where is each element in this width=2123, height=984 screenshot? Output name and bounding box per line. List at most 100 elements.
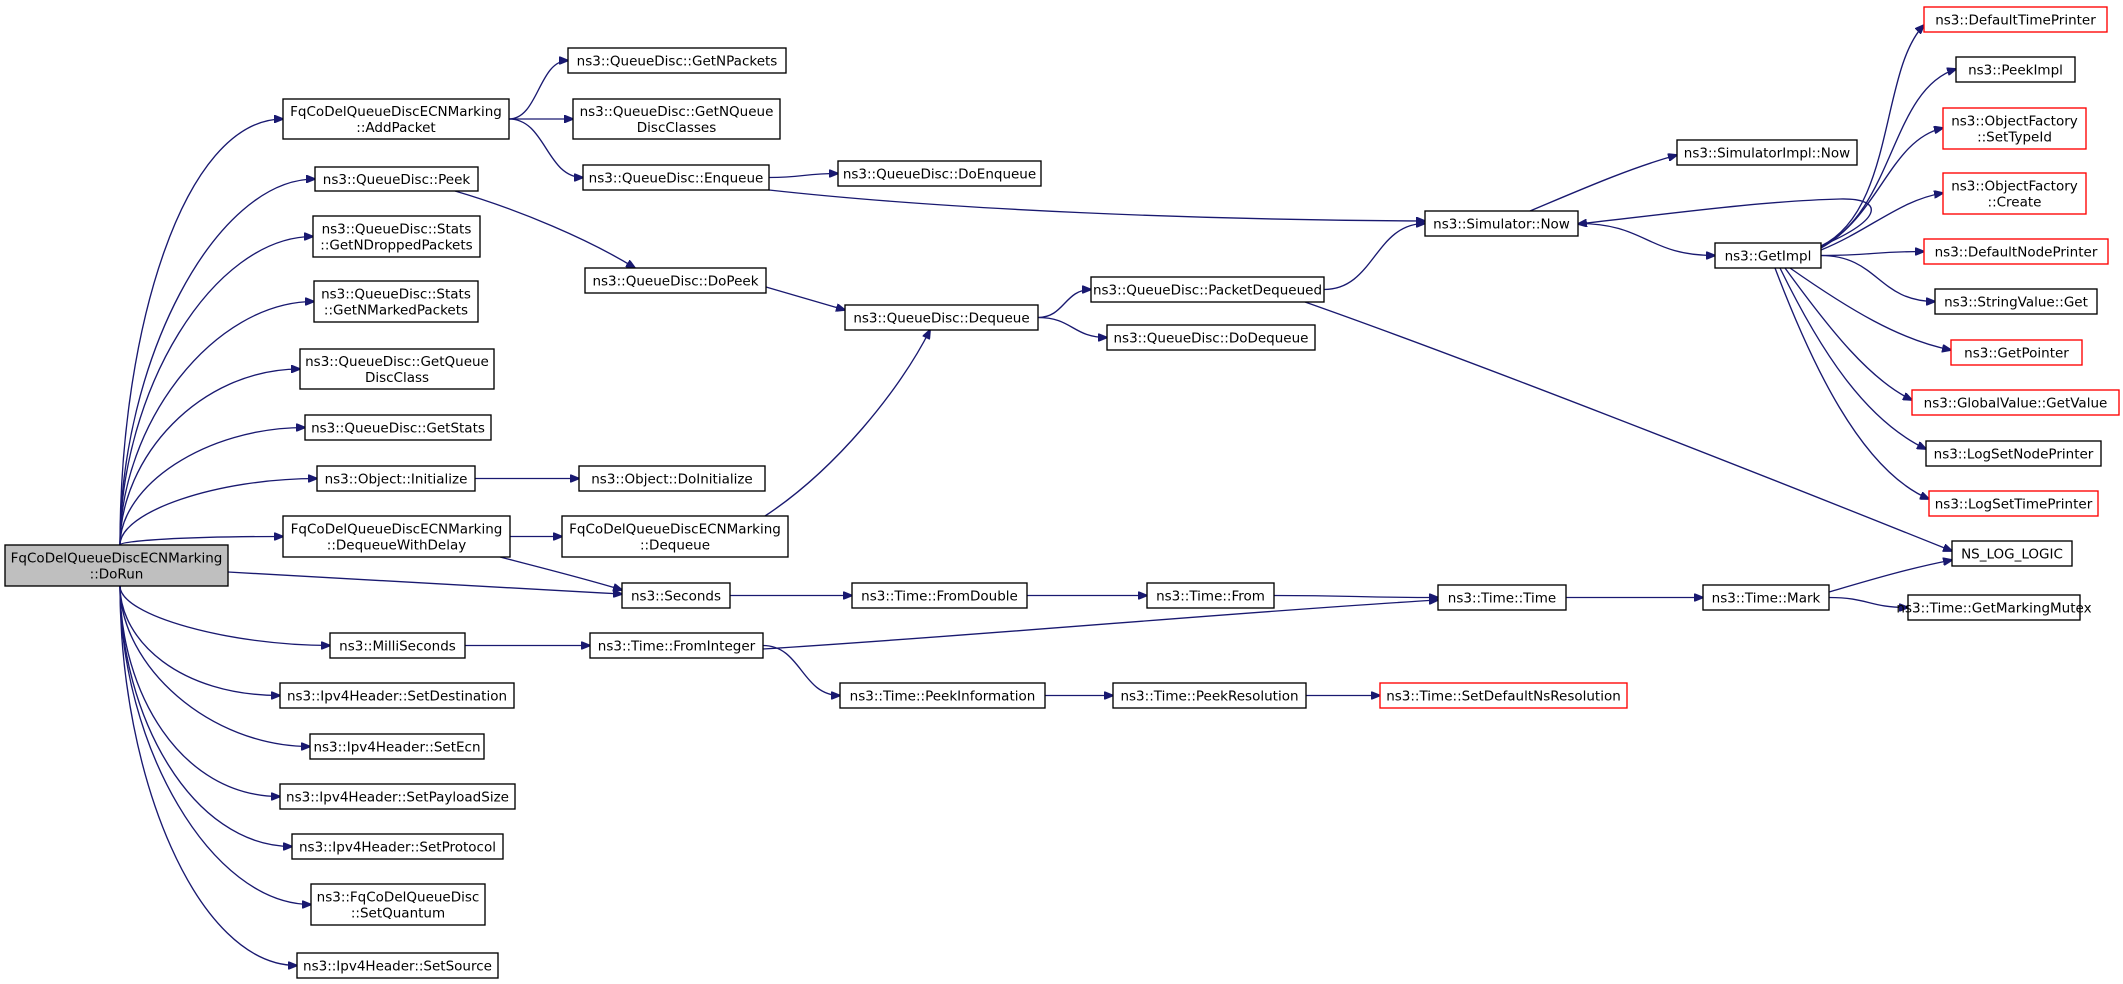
node-box: [1676, 139, 1858, 166]
node-ns3-simulator-now[interactable]: ns3::Simulator::Now: [1424, 210, 1579, 237]
node-ns3-queuedisc-getnpackets[interactable]: ns3::QueueDisc::GetNPackets: [567, 47, 787, 74]
node-ns3-fqcodelqueuedisc-setquantum[interactable]: ns3::FqCoDelQueueDisc::SetQuantum: [310, 883, 486, 926]
node-label: ns3::DefaultTimePrinter: [1935, 13, 2096, 29]
edge-line: [119, 428, 305, 546]
node-ns3-time-getmarkingmutex[interactable]: ns3::Time::GetMarkingMutex: [1896, 594, 2092, 621]
edge-line: [1037, 290, 1091, 319]
node-ns3-time-mark[interactable]: ns3::Time::Mark: [1702, 584, 1830, 611]
node-label: ns3::DefaultNodePrinter: [1935, 245, 2098, 261]
node-box: [316, 465, 476, 492]
edge-timemark-to-nslog: [1828, 560, 1952, 593]
edge-frominteger-to-peekinfo: [762, 644, 840, 696]
node-ns3-queuedisc-getstats[interactable]: ns3::QueueDisc::GetStats: [304, 414, 492, 441]
node-label: ns3::Time::Mark: [1712, 591, 1821, 607]
node-ns3-getimpl[interactable]: ns3::GetImpl: [1714, 242, 1822, 269]
node-ns3-queuedisc-enqueue[interactable]: ns3::QueueDisc::Enqueue: [582, 164, 770, 191]
node-ns3-queuedisc-dequeue[interactable]: ns3::QueueDisc::Dequeue: [844, 304, 1039, 331]
node-label: ns3::QueueDisc::Stats: [321, 287, 471, 303]
node-fqcodelqueuediscecnmarking-dequeuewithdelay[interactable]: FqCoDelQueueDiscECNMarking::DequeueWithD…: [282, 515, 511, 558]
node-box: [1934, 288, 2098, 315]
node-ns3-globalvalue-getvalue[interactable]: ns3::GlobalValue::GetValue: [1911, 389, 2120, 416]
node-ns3-object-doinitialize[interactable]: ns3::Object::DoInitialize: [578, 465, 766, 492]
edge-simnow-to-getimpl: [1577, 222, 1715, 256]
node-ns3-queuedisc-doenqueue[interactable]: ns3::QueueDisc::DoEnqueue: [837, 160, 1042, 187]
edge-line: [119, 585, 292, 847]
node-label: ::AddPacket: [356, 120, 435, 136]
node-ns3-ipv4header-setsource[interactable]: ns3::Ipv4Header::SetSource: [296, 952, 499, 979]
node-ns3-queuedisc-stats-getndroppedpackets[interactable]: ns3::QueueDisc::Stats::GetNDroppedPacket…: [312, 215, 481, 258]
node-ns3-getpointer[interactable]: ns3::GetPointer: [1950, 339, 2083, 366]
node-label: ns3::Time::PeekInformation: [850, 689, 1036, 705]
node-box: [314, 166, 479, 192]
node-ns3-queuedisc-dodequeue[interactable]: ns3::QueueDisc::DoDequeue: [1106, 324, 1316, 351]
node-ns3-time-time[interactable]: ns3::Time::Time: [1437, 584, 1567, 611]
node-ns3-queuedisc-peek[interactable]: ns3::QueueDisc::Peek: [314, 166, 479, 192]
node-box: [1955, 56, 2076, 83]
edge-timefrom-to-timetime: [1273, 596, 1438, 598]
edge-root-to-objinit: [119, 479, 317, 546]
node-ns3-seconds[interactable]: ns3::Seconds: [621, 582, 731, 609]
node-ns3-peekimpl[interactable]: ns3::PeekImpl: [1955, 56, 2076, 83]
edge-getimpl-to-simnow: [1578, 198, 1872, 247]
node-ns3-time-peekresolution[interactable]: ns3::Time::PeekResolution: [1112, 682, 1307, 709]
node-ns3-ipv4header-setpayloadsize[interactable]: ns3::Ipv4Header::SetPayloadSize: [279, 783, 516, 810]
node-label: ns3::QueueDisc::Enqueue: [589, 171, 764, 187]
node-box: [837, 160, 1042, 187]
edge-line: [119, 585, 310, 747]
node-ns3-objectfactory-create[interactable]: ns3::ObjectFactory::Create: [1942, 172, 2087, 215]
edge-pktdequeued-to-simnow: [1323, 224, 1425, 291]
edge-root-to-getqdc: [119, 369, 300, 546]
edge-timemark-to-markmutex: [1828, 596, 1908, 608]
node-label: ns3::GetPointer: [1964, 346, 2069, 362]
node-ns3-stringvalue-get[interactable]: ns3::StringValue::Get: [1934, 288, 2098, 315]
node-ns3-objectfactory-settypeid[interactable]: ns3::ObjectFactory::SetTypeId: [1942, 107, 2087, 150]
node-ns3-milliseconds[interactable]: ns3::MilliSeconds: [329, 632, 466, 659]
node-label: ns3::Ipv4Header::SetDestination: [287, 689, 507, 705]
node-ns3-time-fromdouble[interactable]: ns3::Time::FromDouble: [851, 582, 1028, 609]
edge-line: [768, 174, 838, 179]
edge-line: [119, 302, 314, 546]
node-ns3-time-from[interactable]: ns3::Time::From: [1146, 582, 1275, 609]
node-ns3-time-frominteger[interactable]: ns3::Time::FromInteger: [589, 632, 764, 659]
node-box: [584, 267, 767, 294]
edges-layer: [119, 25, 1956, 966]
node-ns3-defaulttimeprinter[interactable]: ns3::DefaultTimePrinter: [1923, 6, 2108, 33]
node-fqcodelqueuediscecnmarking-addpacket[interactable]: FqCoDelQueueDiscECNMarking::AddPacket: [282, 98, 510, 140]
node-ns3-logsetnodeprinter[interactable]: ns3::LogSetNodePrinter: [1925, 440, 2102, 467]
node-ns3-queuedisc-dopeek[interactable]: ns3::QueueDisc::DoPeek: [584, 267, 767, 294]
edge-root-to-setdest: [119, 585, 280, 696]
node-ns3-time-peekinformation[interactable]: ns3::Time::PeekInformation: [839, 682, 1046, 709]
node-ns3-time-setdefaultnsresolution[interactable]: ns3::Time::SetDefaultNsResolution: [1379, 682, 1628, 709]
edge-line: [1820, 193, 1943, 251]
node-label: ::DoRun: [90, 567, 144, 583]
node-ns3-simulatorimpl-now[interactable]: ns3::SimulatorImpl::Now: [1676, 139, 1858, 166]
node-label: ns3::QueueDisc::DoDequeue: [1114, 331, 1309, 347]
node-label: ns3::Ipv4Header::SetSource: [303, 959, 492, 975]
node-box: [309, 733, 485, 760]
edge-line: [1273, 596, 1438, 598]
node-label: ns3::QueueDisc::Peek: [323, 172, 471, 188]
edge-root-to-setecn: [119, 585, 310, 747]
node-ns3-defaultnodeprinter[interactable]: ns3::DefaultNodePrinter: [1923, 238, 2109, 265]
node-ns3-ipv4header-setprotocol[interactable]: ns3::Ipv4Header::SetProtocol: [291, 833, 504, 860]
node-label: ns3::Ipv4Header::SetEcn: [313, 740, 480, 756]
edge-root-to-dequeuedelay: [119, 537, 283, 546]
node-ns3-queuedisc-stats-getnmarkedpackets[interactable]: ns3::QueueDisc::Stats::GetNMarkedPackets: [313, 280, 479, 323]
node-ns3-object-initialize[interactable]: ns3::Object::Initialize: [316, 465, 476, 492]
edge-line: [1577, 222, 1715, 256]
node-label: ns3::MilliSeconds: [339, 639, 456, 655]
node-fqcodelqueuediscecnmarking-dequeue[interactable]: FqCoDelQueueDiscECNMarking::Dequeue: [561, 515, 789, 558]
node-ns3-ipv4header-setecn[interactable]: ns3::Ipv4Header::SetEcn: [309, 733, 485, 760]
node-ns3-queuedisc-packetdequeued[interactable]: ns3::QueueDisc::PacketDequeued: [1090, 276, 1325, 303]
edge-getimpl-to-logsettime: [1774, 267, 1929, 499]
node-ns-log-logic[interactable]: NS_LOG_LOGIC: [1951, 540, 2073, 567]
edge-root-to-setquantum: [119, 585, 311, 905]
edge-root-to-statsmarked: [119, 302, 314, 546]
node-ns3-logsettimeprinter[interactable]: ns3::LogSetTimePrinter: [1928, 490, 2099, 517]
node-ns3-ipv4header-setdestination[interactable]: ns3::Ipv4Header::SetDestination: [279, 682, 515, 709]
node-box: [304, 414, 492, 441]
edge-line: [119, 585, 280, 696]
edge-line: [765, 286, 845, 310]
